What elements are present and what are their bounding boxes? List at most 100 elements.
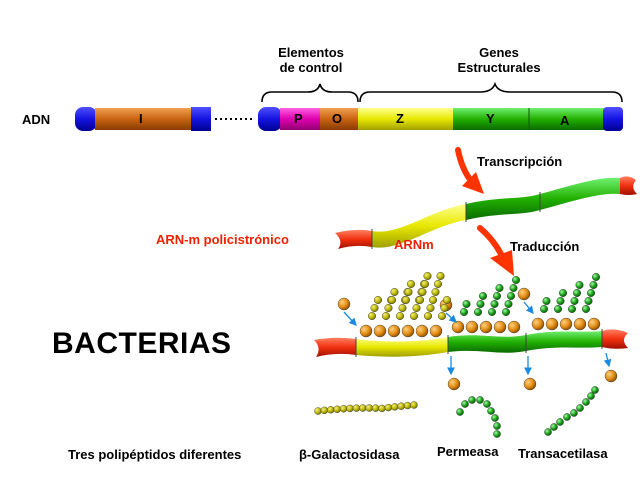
transacetylase-residue bbox=[587, 392, 595, 400]
amino-acid bbox=[554, 305, 563, 314]
gene-p-label: P bbox=[294, 111, 303, 126]
released-polypeptides-group bbox=[314, 386, 599, 438]
dna-strand bbox=[75, 107, 623, 131]
transacetylase-residue bbox=[556, 418, 564, 426]
transcription-label: Transcripción bbox=[477, 154, 563, 169]
amino-acid bbox=[488, 308, 497, 317]
control-elements-line1: Elementos bbox=[278, 45, 344, 60]
amino-acid bbox=[504, 300, 513, 309]
amino-acid bbox=[404, 288, 413, 297]
amino-acid bbox=[424, 312, 433, 321]
transacetylase-label: Transacetilasa bbox=[518, 446, 608, 461]
amino-acid bbox=[440, 304, 449, 313]
beta-galactosidase-residue bbox=[384, 403, 393, 412]
amino-acid bbox=[374, 296, 383, 305]
beta-galactosidase-residue bbox=[352, 404, 361, 412]
mrna-strand-bottom bbox=[314, 329, 628, 357]
structural-genes-brace bbox=[359, 81, 623, 103]
transacetylase-residue bbox=[544, 428, 552, 436]
gene-z-segment bbox=[358, 108, 453, 130]
beta-galactosidase-residue bbox=[365, 404, 373, 412]
amino-acid bbox=[479, 292, 488, 301]
amino-acid bbox=[556, 297, 565, 306]
ribosomes-group bbox=[337, 287, 618, 391]
dna-label: ADN bbox=[22, 112, 51, 127]
transacetylase-residue bbox=[563, 413, 571, 421]
amino-acid bbox=[382, 312, 391, 321]
gene-o-segment bbox=[320, 108, 358, 130]
amino-acid bbox=[509, 284, 518, 293]
control-elements-brace bbox=[261, 83, 359, 103]
gene-a-segment bbox=[529, 108, 605, 130]
released-ribosome bbox=[523, 377, 537, 391]
beta-galactosidase-residue bbox=[320, 406, 329, 415]
gene-p-segment bbox=[280, 108, 320, 130]
ribosome bbox=[373, 324, 387, 338]
ribosome bbox=[531, 317, 545, 331]
ribosome bbox=[465, 320, 479, 334]
ribosome bbox=[401, 324, 415, 338]
control-elements-line2: de control bbox=[279, 60, 343, 75]
amino-acid bbox=[421, 280, 430, 289]
bacteria-title: BACTERIAS bbox=[52, 327, 232, 360]
permease-residue bbox=[476, 396, 484, 404]
beta-galactosidase-residue bbox=[333, 405, 341, 413]
amino-acid bbox=[416, 296, 425, 305]
amino-acid bbox=[587, 289, 596, 298]
amino-acid bbox=[493, 292, 502, 301]
permease-residue bbox=[487, 407, 495, 415]
transacetylase-residue bbox=[576, 404, 584, 412]
transacetylase-residue bbox=[550, 423, 558, 431]
amino-acid bbox=[412, 304, 421, 313]
ribosome bbox=[545, 317, 559, 331]
amino-acid bbox=[390, 288, 399, 297]
beta-galactosidase-residue bbox=[378, 404, 386, 413]
ribosome-release-arrow bbox=[603, 352, 612, 368]
amino-acid bbox=[542, 297, 551, 306]
ribosome bbox=[479, 320, 493, 334]
amino-acid bbox=[431, 288, 440, 297]
amino-acid bbox=[476, 300, 485, 309]
release-arrows-group bbox=[343, 301, 612, 376]
beta-galactosidase-residue bbox=[327, 406, 335, 414]
amino-acid bbox=[460, 308, 469, 317]
amino-acid bbox=[370, 304, 379, 313]
mrna-polycistronic-label: ARN-m policistrónico bbox=[156, 232, 289, 247]
ribosome-binding-arrow bbox=[445, 312, 457, 323]
gene-a-label: A bbox=[560, 113, 570, 128]
ribosome bbox=[415, 324, 429, 338]
amino-acid bbox=[559, 289, 568, 298]
ribosome bbox=[559, 317, 573, 331]
amino-acid bbox=[434, 280, 443, 289]
ribosome bbox=[507, 320, 521, 334]
amino-acid bbox=[490, 300, 499, 309]
free-ribosome bbox=[337, 297, 351, 311]
amino-acid bbox=[388, 296, 397, 305]
released-ribosome bbox=[447, 377, 461, 391]
beta-galactosidase-residue bbox=[314, 407, 322, 415]
transcription-arrow bbox=[455, 147, 484, 194]
amino-acid bbox=[396, 312, 405, 321]
three-polypeptides-label: Tres polipéptidos diferentes bbox=[68, 447, 242, 462]
amino-acid bbox=[438, 312, 447, 321]
amino-acid bbox=[584, 297, 593, 306]
gene-o-label: O bbox=[332, 111, 343, 126]
ribosome bbox=[451, 320, 465, 334]
structural-genes-title: Genes Estructurales bbox=[443, 45, 555, 75]
amino-acid bbox=[592, 273, 601, 282]
amino-acid bbox=[575, 281, 584, 290]
amino-acid bbox=[426, 304, 435, 313]
mrna-strand-middle bbox=[335, 176, 637, 249]
transacetylase-residue bbox=[582, 398, 590, 406]
permease-residue bbox=[493, 422, 501, 430]
amino-acid bbox=[423, 272, 432, 281]
amino-acid bbox=[495, 284, 504, 293]
gene-i-segment bbox=[75, 107, 211, 131]
translation-arrow bbox=[477, 225, 514, 276]
translation-label: Traducción bbox=[510, 239, 580, 254]
amino-acid bbox=[462, 300, 471, 309]
ribosome bbox=[587, 317, 601, 331]
ribosome bbox=[387, 324, 401, 338]
permease-residue bbox=[491, 414, 499, 422]
amino-acid bbox=[474, 308, 483, 317]
